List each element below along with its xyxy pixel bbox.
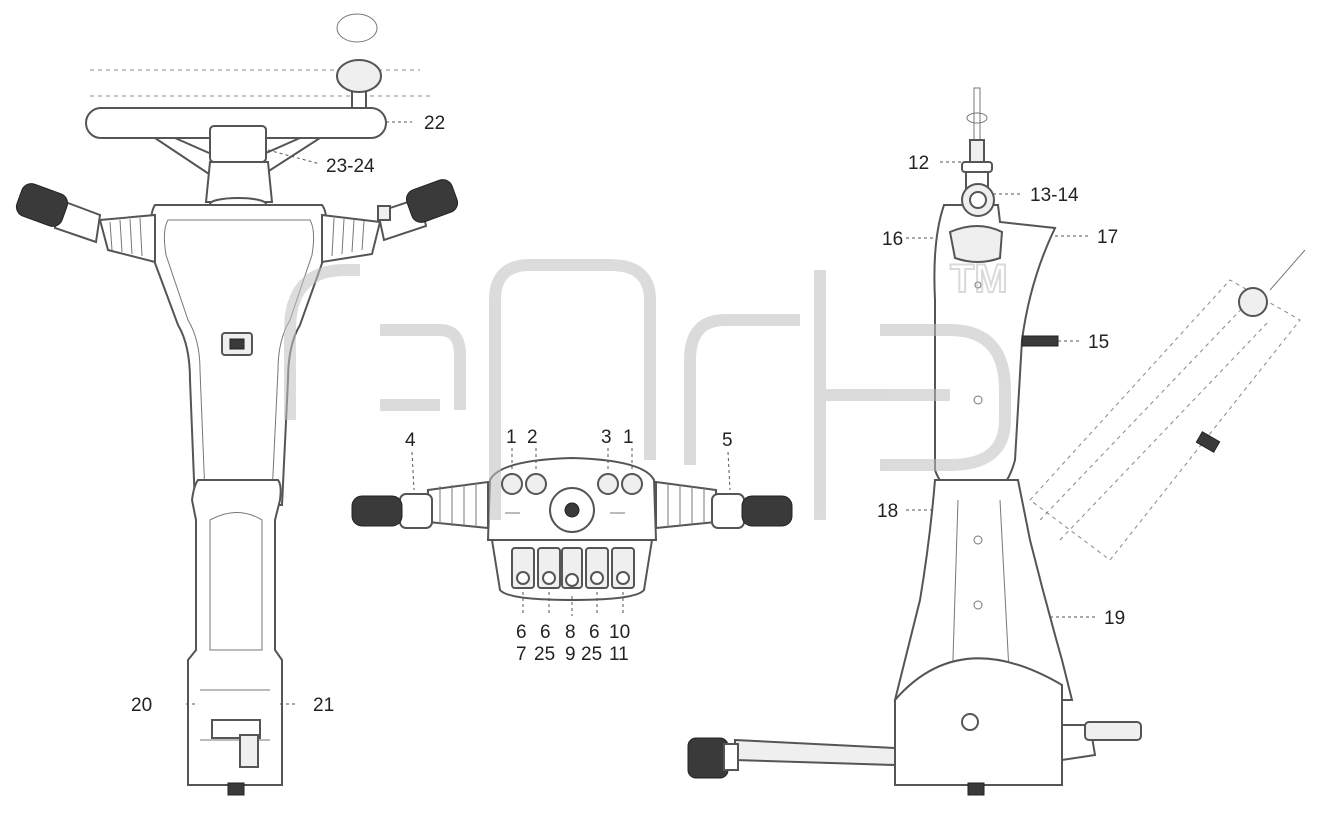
callout-1-right: 1 <box>623 427 634 448</box>
callout-21: 21 <box>313 695 334 716</box>
right-stalk <box>321 179 459 264</box>
button-label-top-4: 6 <box>589 622 600 643</box>
callout-1-left: 1 <box>506 427 517 448</box>
top-view-control-box <box>351 448 793 616</box>
lower-column <box>187 479 283 786</box>
left-stalk <box>15 183 156 264</box>
button-label-top-3: 8 <box>565 622 576 643</box>
callout-17: 17 <box>1097 227 1118 248</box>
button-label-bottom-1: 7 <box>516 644 527 665</box>
callout-2: 2 <box>527 427 538 448</box>
button-label-top-2: 6 <box>540 622 551 643</box>
button-label-bottom-2: 25 <box>534 644 555 665</box>
button-label-bottom-3: 9 <box>565 644 576 665</box>
button-label-top-1: 6 <box>516 622 527 643</box>
wheel-knob <box>336 59 382 93</box>
button-1-left <box>501 473 523 495</box>
callout-20: 20 <box>131 695 152 716</box>
button-label-top-5: 10 <box>609 622 630 643</box>
side-lower-column <box>893 479 1074 701</box>
callout-12: 12 <box>908 153 929 174</box>
callout-4: 4 <box>405 430 416 451</box>
callout-16: 16 <box>882 229 903 250</box>
watermark: TM <box>284 256 1011 520</box>
callout-18: 18 <box>877 501 898 522</box>
button-2 <box>525 473 547 495</box>
callout-5: 5 <box>722 430 733 451</box>
callout-19: 19 <box>1104 608 1125 629</box>
callout-23-24: 23-24 <box>326 156 375 177</box>
front-view-column <box>15 13 459 796</box>
cable <box>734 738 896 767</box>
button-3 <box>597 473 619 495</box>
callout-3: 3 <box>601 427 612 448</box>
button-1-right <box>621 473 643 495</box>
watermark-trademark: TM <box>950 257 1008 301</box>
callout-22: 22 <box>424 113 445 134</box>
button-label-bottom-5: 11 <box>609 644 629 665</box>
callout-13-14: 13-14 <box>1030 185 1079 206</box>
button-label-bottom-4: 25 <box>581 644 602 665</box>
callout-labels: 22 23-24 12 13-14 16 17 15 18 19 20 21 1… <box>131 113 1125 716</box>
callout-15: 15 <box>1088 332 1109 353</box>
